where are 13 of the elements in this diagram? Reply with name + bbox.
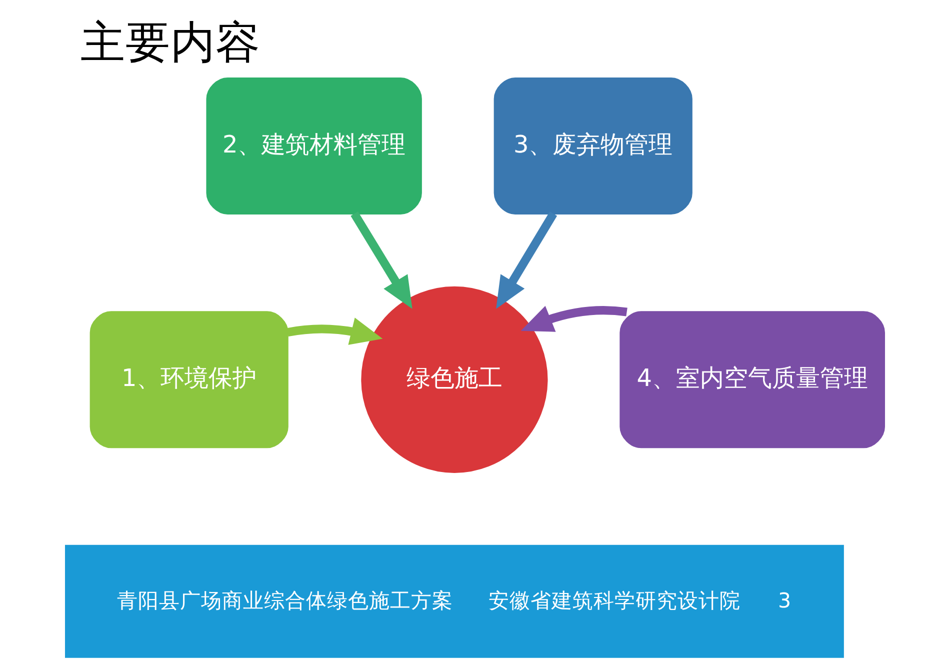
diagram-title: 主要内容 bbox=[80, 17, 260, 68]
arrow bbox=[350, 211, 412, 309]
node-circle: 绿色施工 bbox=[361, 286, 548, 473]
arrow bbox=[286, 318, 383, 345]
arrow bbox=[520, 306, 628, 332]
node-box: 4、室内空气质量管理 bbox=[620, 311, 885, 448]
node-box: 2、建筑材料管理 bbox=[206, 78, 422, 214]
label: 3 bbox=[778, 588, 792, 613]
arrow bbox=[496, 211, 558, 309]
node-box: 3、废弃物管理 bbox=[494, 78, 692, 214]
label: 青阳县广场商业综合体绿色施工方案 bbox=[117, 588, 454, 613]
label: 安徽省建筑科学研究设计院 bbox=[488, 588, 741, 613]
node-box: 1、环境保护 bbox=[90, 311, 288, 448]
